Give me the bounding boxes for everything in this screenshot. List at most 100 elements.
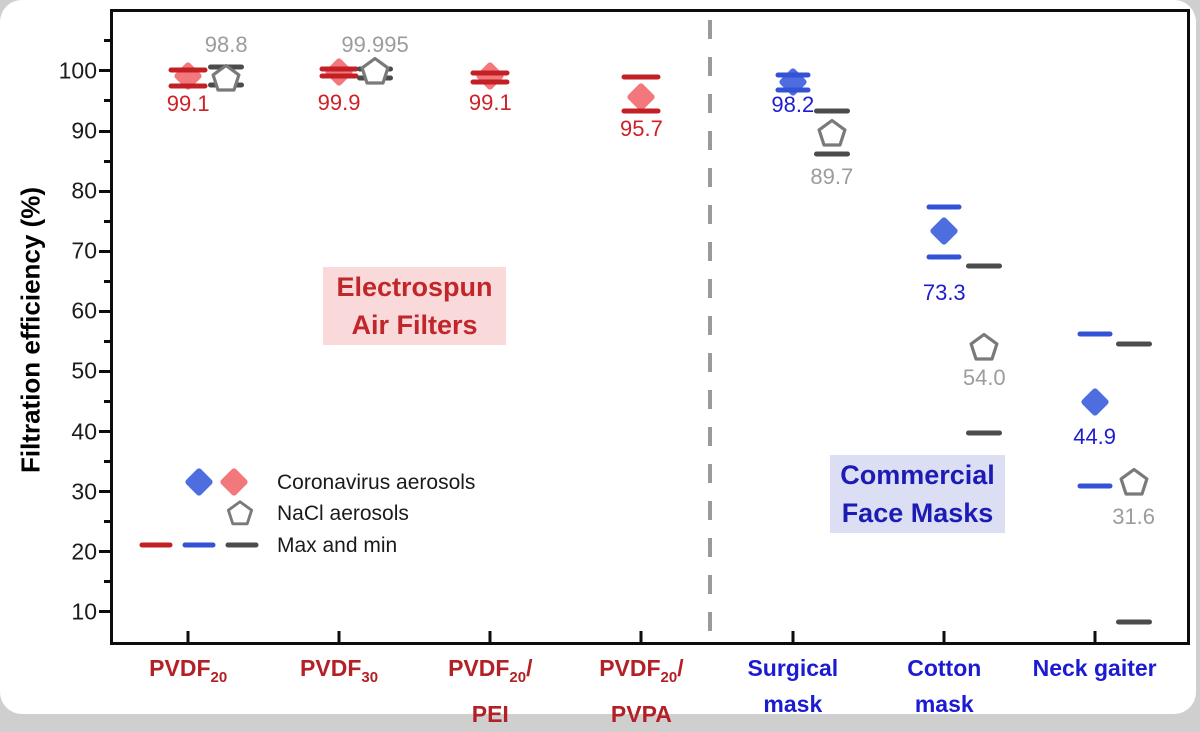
x-label-text: mask: [914, 691, 974, 717]
maxmin-bar-min: [775, 87, 811, 93]
x-category-label-line: Neck gaiter: [1033, 650, 1157, 686]
maxmin-bar-min: [1077, 483, 1113, 489]
point-label: 98.8: [204, 32, 248, 58]
maxmin-bar-min: [621, 108, 661, 114]
x-label-subscript: 30: [361, 669, 379, 686]
x-label-text: PVDF: [149, 655, 211, 681]
x-label-text: Neck gaiter: [1032, 655, 1157, 681]
data-point-pentagon-icon: [969, 332, 999, 362]
maxmin-bar-max: [1077, 331, 1113, 337]
legend-pentagon-icon: [226, 500, 254, 527]
y-tick-label: 30: [71, 478, 97, 505]
x-category-label-line: Surgical: [747, 650, 838, 686]
maxmin-bar-min: [966, 430, 1003, 436]
y-major-tick: [99, 430, 110, 434]
x-label-text: Cotton: [907, 655, 982, 681]
maxmin-bar-max: [926, 204, 962, 210]
y-tick-label: 10: [71, 598, 97, 625]
y-tick-label: 100: [58, 57, 97, 84]
annotation-electrospun: Electrospun Air Filters: [323, 267, 506, 345]
y-tick-label: 90: [71, 117, 97, 144]
maxmin-bar-min: [926, 254, 962, 260]
maxmin-bar-max: [621, 74, 661, 80]
x-category-label-line: PEI: [448, 696, 532, 732]
x-category-label: PVDF20/PVPA: [599, 650, 683, 732]
y-minor-tick: [104, 460, 110, 464]
point-label: 99.1: [166, 91, 210, 117]
point-label: 99.995: [341, 31, 409, 57]
x-tick: [337, 631, 341, 642]
x-category-label-line: PVDF20/: [599, 650, 683, 696]
maxmin-bar-max: [775, 72, 811, 78]
legend-label-maxmin: Max and min: [277, 534, 398, 557]
x-category-label-line: mask: [747, 686, 838, 722]
x-tick: [639, 631, 643, 642]
y-tick-label: 60: [71, 297, 97, 324]
legend-diamond-blue-icon: [184, 467, 214, 497]
x-category-label: Neck gaiter: [1033, 650, 1157, 686]
point-label: 99.9: [317, 89, 361, 115]
y-major-tick: [99, 129, 110, 133]
legend-dash-red-icon: [139, 542, 173, 548]
point-label: 44.9: [1073, 424, 1117, 450]
maxmin-bar-max: [1115, 341, 1152, 347]
legend-dash-gray-icon: [225, 542, 259, 548]
legend-label-nacl: NaCl aerosols: [277, 502, 409, 525]
data-point-diamond: [1079, 387, 1110, 417]
maxmin-bar-min: [813, 151, 850, 157]
x-category-label-line: PVDF30: [300, 650, 378, 696]
x-category-label: PVDF20: [149, 650, 227, 696]
y-minor-tick: [104, 520, 110, 524]
y-minor-tick: [104, 400, 110, 404]
x-category-label: PVDF30: [300, 650, 378, 696]
x-category-label-line: mask: [907, 686, 981, 722]
maxmin-bar-max: [813, 108, 850, 114]
point-label: 73.3: [922, 280, 966, 306]
point-label: 89.7: [810, 163, 854, 189]
x-label-text: PVDF: [300, 655, 362, 681]
x-category-label-line: PVDF20/: [448, 650, 532, 696]
x-tick: [488, 631, 492, 642]
point-label: 98.2: [771, 91, 815, 117]
y-minor-tick: [104, 279, 110, 283]
x-label-subscript: 20: [660, 669, 678, 686]
x-tick: [942, 631, 946, 642]
y-major-tick: [99, 550, 110, 554]
maxmin-bar-max: [319, 66, 359, 72]
maxmin-bar-min: [1115, 619, 1152, 625]
y-minor-tick: [104, 39, 110, 43]
y-minor-tick: [104, 219, 110, 223]
point-label: 99.1: [468, 90, 512, 116]
annotation-commercial: Commercial Face Masks: [830, 455, 1005, 533]
y-axis-title: Filtration efficiency (%): [15, 186, 46, 474]
data-point-pentagon-icon: [211, 63, 241, 93]
data-point-diamond: [475, 61, 506, 92]
divider-dashed-line: [708, 20, 713, 638]
maxmin-bar-max: [470, 70, 510, 76]
x-category-label-line: PVPA: [599, 696, 683, 732]
y-major-tick: [99, 369, 110, 373]
maxmin-bar-max: [168, 67, 208, 73]
legend-dash-blue-icon: [182, 542, 216, 548]
x-label-subscript: 20: [509, 669, 527, 686]
x-category-label-line: Cotton: [907, 650, 981, 686]
data-point-diamond: [929, 216, 960, 247]
y-major-tick: [99, 69, 110, 73]
legend-label-coronavirus: Coronavirus aerosols: [277, 471, 476, 494]
x-category-label-line: PVDF20: [149, 650, 227, 696]
maxmin-bar-min: [168, 83, 208, 89]
y-tick-label: 50: [71, 357, 97, 384]
point-label: 95.7: [619, 115, 663, 141]
y-major-tick: [99, 309, 110, 313]
maxmin-bar-min: [319, 73, 359, 79]
y-major-tick: [99, 189, 110, 193]
y-minor-tick: [104, 159, 110, 163]
x-tick: [1093, 631, 1097, 642]
x-label-text: PVPA: [610, 701, 672, 727]
y-tick-label: 40: [71, 418, 97, 445]
legend-diamond-red-icon: [219, 467, 249, 497]
data-point-pentagon-icon: [360, 56, 390, 86]
